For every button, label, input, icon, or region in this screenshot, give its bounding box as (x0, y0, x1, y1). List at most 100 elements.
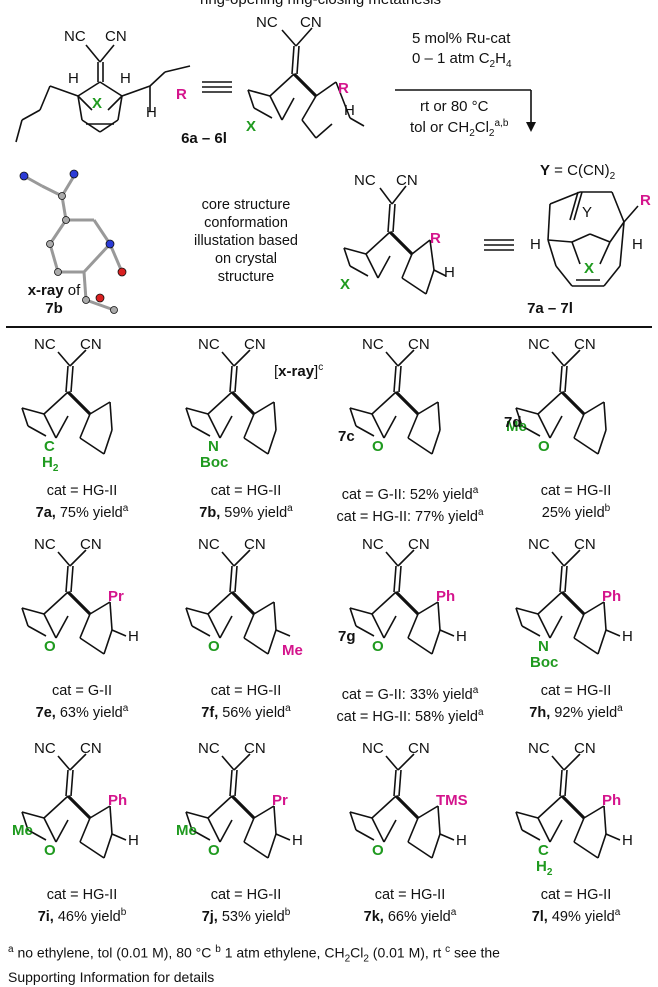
compound-r-group: Ph (602, 792, 622, 809)
compound-nc-label: NC (34, 740, 56, 757)
compound-bridge-atom: O (44, 638, 56, 655)
compound-bridge-atom: C (44, 438, 55, 455)
equivalence-sign-bottom (484, 238, 514, 252)
compound-nc-label: NC (528, 536, 550, 553)
product-3d-h: H (444, 264, 455, 281)
product-flat-y: Y (582, 204, 593, 221)
substrate-cn-label: CN (105, 28, 127, 45)
compound-r-group: Ph (436, 588, 456, 605)
compound-bridge-substituent: H2 (536, 858, 553, 878)
compound-bridge-atom: O (208, 638, 220, 655)
conditions-ethylene: 0 – 1 atm C2H4 (412, 50, 512, 70)
compound-cn-label: CN (244, 740, 266, 757)
compound-cn-label: CN (574, 536, 596, 553)
compound-cn-label: CN (408, 740, 430, 757)
compound-cn-label: CN (80, 336, 102, 353)
compound-methyl-label: Me (12, 822, 33, 839)
compound-skeleton (515, 349, 607, 455)
compound-r-group: Ph (602, 588, 622, 605)
compound-bridge-substituent: H2 (42, 454, 59, 474)
product-flat-r: R (640, 192, 651, 209)
product-3d-cn: CN (396, 172, 418, 189)
xray-structure-image (14, 160, 134, 325)
compound-skeleton (515, 549, 621, 655)
compound-h-label: H (292, 832, 303, 849)
compound-bridge-atom: O (538, 438, 550, 455)
substrate-x-label: X (92, 95, 103, 112)
compound-nc-label: NC (362, 336, 384, 353)
compound-bridge-atom: C (538, 842, 549, 859)
substrate-r-label: R (176, 86, 187, 103)
compound-cn-label: CN (244, 336, 266, 353)
substrate-3d-structure: NC CN R H X (232, 0, 372, 170)
compound-h-label: H (456, 628, 467, 645)
conditions-catalyst: 5 mol% Ru-cat (412, 30, 511, 47)
footnote-line-1: a no ethylene, tol (0.01 M), 80 °C b 1 a… (8, 944, 500, 965)
compound-nc-label: NC (198, 536, 220, 553)
substrate-3d-x: X (246, 118, 257, 135)
substrate-3d-h: H (344, 102, 355, 119)
compound-cn-label: CN (244, 536, 266, 553)
compound-skeleton (349, 549, 455, 655)
reaction-arrow (395, 76, 555, 136)
xray-note: [x-ray]c (274, 362, 324, 380)
compound-bridge-atom: O (372, 638, 384, 655)
compound-skeleton (515, 753, 621, 859)
product-flat-h-left: H (530, 236, 541, 253)
compound-bridge-atom: O (44, 842, 56, 859)
compound-skeleton (21, 549, 127, 655)
substrate-h-right2: H (146, 104, 157, 121)
compound-skeleton (185, 349, 277, 455)
xray-compound-label: 7b (45, 300, 63, 317)
compound-skeleton (349, 349, 441, 455)
compound-nc-label: NC (362, 536, 384, 553)
compound-cn-label: CN (574, 336, 596, 353)
compound-h-label: H (456, 832, 467, 849)
substrate-3d-nc: NC (256, 14, 278, 31)
compound-bridge-atom: O (372, 438, 384, 455)
compound-cn-label: CN (408, 336, 430, 353)
compound-nc-label: NC (34, 536, 56, 553)
compound-bridge-atom: N (538, 638, 549, 655)
scheme-title: ring-opening ring-closing metathesis (200, 0, 441, 8)
product-3d-x: X (340, 276, 351, 293)
substrate-h-right: H (120, 70, 131, 87)
conditions-solvent: tol or CH2Cl2a,b (410, 118, 509, 139)
compound-h-label: H (622, 628, 633, 645)
footnote-line-2: Supporting Information for details (8, 969, 215, 986)
substrate-nc-label: NC (64, 28, 86, 45)
substrate-3d-skeleton (247, 27, 365, 139)
compound-skeleton (21, 349, 113, 455)
xray-label: x-ray of (27, 282, 81, 299)
compound-methyl-label: Me (176, 822, 197, 839)
compound-cn-label: CN (408, 536, 430, 553)
conditions-temperature: rt or 80 °C (420, 98, 489, 115)
substrate-structure: NC CN H H H X R (0, 0, 200, 143)
compound-skeleton (185, 549, 291, 655)
section-divider (6, 326, 652, 328)
compound-skeleton (185, 753, 291, 859)
compound-r-group: Pr (272, 792, 288, 809)
compound-id-label: 7c (338, 428, 355, 445)
compound-nc-label: NC (198, 740, 220, 757)
substrate-3d-cn: CN (300, 14, 322, 31)
compound-r-group: TMS (436, 792, 468, 809)
product-flat-structure: Y R H H X (520, 180, 658, 310)
product-flat-x: X (584, 260, 595, 277)
